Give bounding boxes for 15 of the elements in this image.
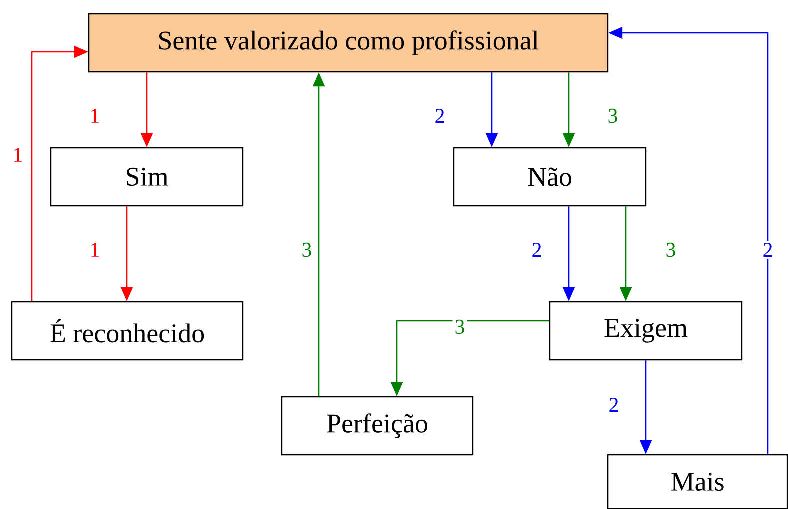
edge-label: 2 (432, 107, 448, 125)
process-box: É reconhecido (11, 301, 244, 361)
process-box: Exigem (549, 301, 743, 361)
edge-label: 2 (606, 396, 622, 414)
process-box: Mais (607, 454, 788, 509)
process-box: Perfeição (281, 396, 474, 456)
title-box: Sente valorizado como profissional (88, 13, 609, 73)
process-box: Sim (50, 147, 244, 207)
edge-label: 2 (530, 241, 544, 259)
edge-label: 1 (10, 146, 26, 164)
edge-label: 3 (664, 240, 678, 260)
edge-label: 1 (88, 241, 102, 259)
process-box: Não (453, 147, 647, 207)
edge-label: 1 (88, 107, 102, 125)
edge-label: 2 (760, 241, 776, 259)
